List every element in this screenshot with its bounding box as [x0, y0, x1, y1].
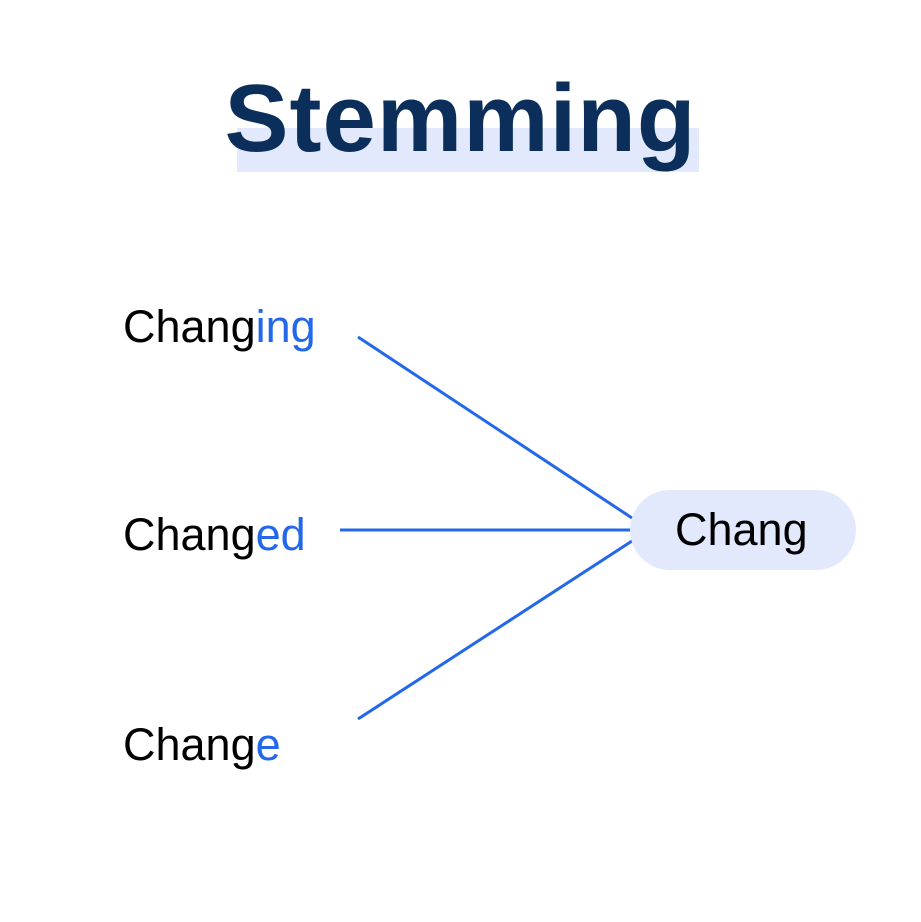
word-changing: Changing	[123, 304, 316, 349]
connector-change	[357, 539, 633, 721]
word-suffix: ed	[255, 509, 306, 560]
word-suffix: e	[255, 719, 281, 770]
word-stem: Chang	[123, 509, 256, 560]
connector-changing	[357, 335, 633, 520]
stem-result-label: Chang	[675, 504, 808, 555]
word-suffix: ing	[255, 301, 316, 352]
word-change: Change	[123, 722, 281, 767]
title-highlight	[237, 128, 699, 172]
word-stem: Chang	[123, 719, 256, 770]
word-changed: Changed	[123, 512, 306, 557]
stem-result-pill: Chang	[630, 490, 856, 570]
word-stem: Chang	[123, 301, 256, 352]
page-title: Stemming	[224, 65, 697, 172]
